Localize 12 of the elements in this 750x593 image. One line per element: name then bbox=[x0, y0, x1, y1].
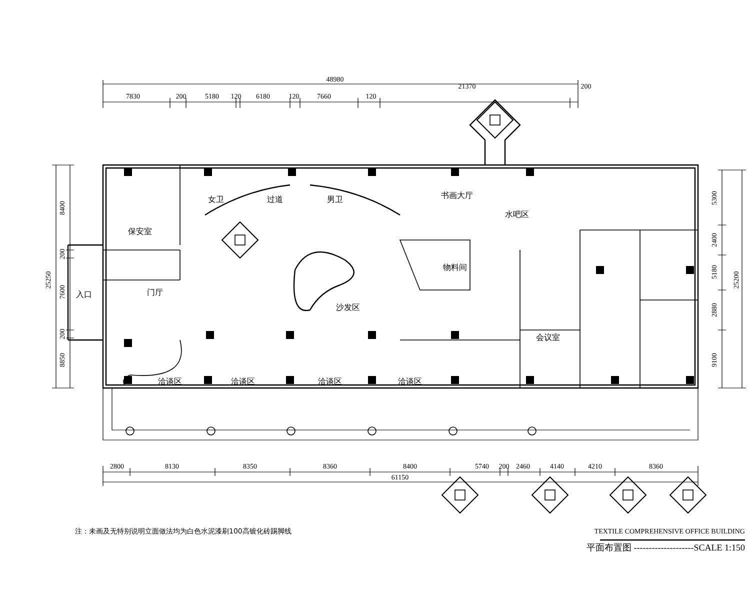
room-label: 书画大厅 bbox=[441, 192, 473, 200]
room-label: 过道 bbox=[267, 196, 283, 204]
room-label: 入口 bbox=[76, 291, 92, 299]
room-label: 物料间 bbox=[443, 264, 467, 272]
scale-caption: 平面布置图 --------------------SCALE 1:150 bbox=[586, 544, 745, 552]
room-label: 水吧区 bbox=[505, 211, 529, 219]
room-label: 会议室 bbox=[536, 334, 560, 342]
room-label: 沙发区 bbox=[336, 304, 360, 312]
room-label: 女卫 bbox=[208, 196, 224, 204]
room-label: 门厅 bbox=[147, 289, 163, 297]
room-label: 男卫 bbox=[327, 196, 343, 204]
room-label: 保安室 bbox=[128, 228, 152, 236]
